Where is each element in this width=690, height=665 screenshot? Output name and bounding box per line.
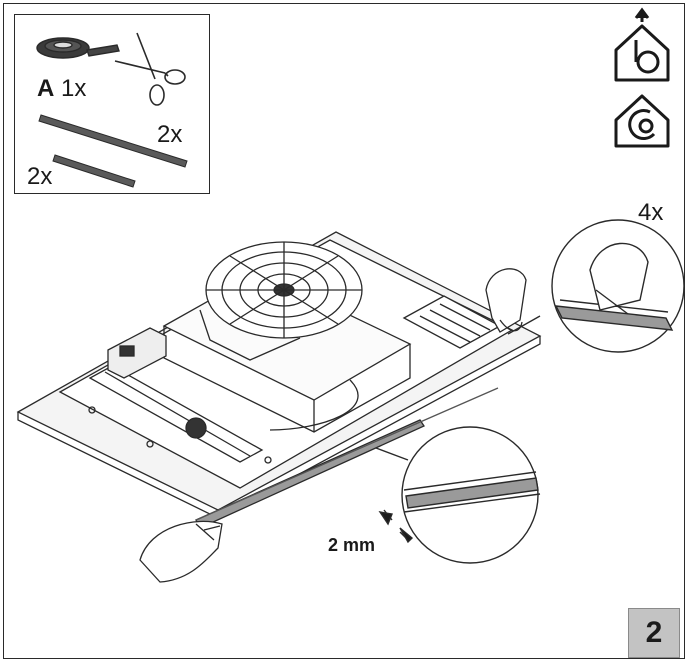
short-strip-qty: 2x xyxy=(27,163,53,190)
recirculation-mode-icon xyxy=(614,94,670,148)
corner-detail-callout xyxy=(507,219,685,353)
fan-icon xyxy=(205,241,363,339)
hand-corner-icon xyxy=(485,268,527,333)
long-strip-icon xyxy=(38,114,188,168)
illustration-frame xyxy=(3,3,685,659)
step-number: 2 xyxy=(628,608,680,658)
long-strip-qty: 2x xyxy=(157,121,183,148)
short-strip-icon xyxy=(52,154,136,188)
tape-qty: 1x xyxy=(61,75,87,102)
parts-drawing xyxy=(36,32,188,188)
gap-label: 2 mm xyxy=(328,535,376,555)
gap-detail-callout xyxy=(375,426,541,564)
tape-roll-icon xyxy=(36,37,120,59)
hand-bottom-icon xyxy=(139,520,223,583)
ducted-mode-icon xyxy=(614,7,670,82)
corners-qty: 4x xyxy=(638,199,664,226)
power-connector xyxy=(107,327,167,379)
parts-inset: A 1x 2x 2x xyxy=(14,14,210,194)
scissors-icon xyxy=(114,32,186,106)
tape-label: A 1x xyxy=(37,77,86,101)
tape-letter: A xyxy=(37,75,55,102)
